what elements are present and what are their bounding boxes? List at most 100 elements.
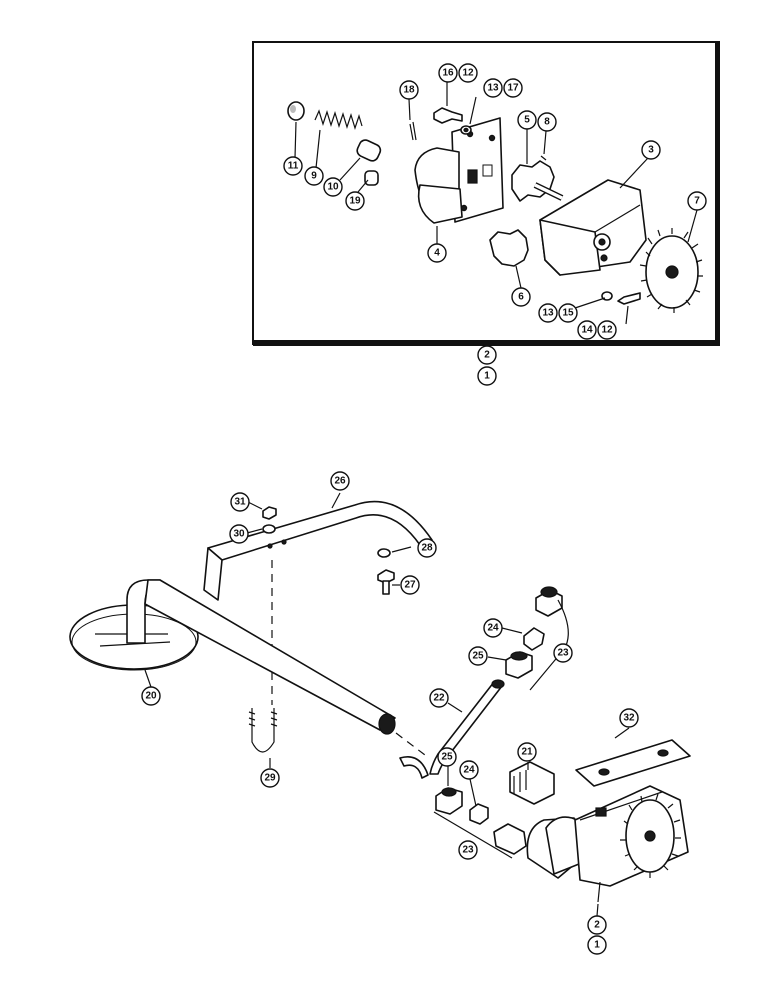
callout-13-bottom: 13 xyxy=(538,303,558,323)
u-bolt xyxy=(248,708,278,753)
callout-label: 20 xyxy=(145,691,157,702)
lower-fitting xyxy=(493,823,527,855)
callout-label: 9 xyxy=(311,171,317,182)
callout-label: 1 xyxy=(484,371,490,382)
callout-label: 19 xyxy=(349,196,361,207)
drive-gear xyxy=(511,160,564,202)
connector-fitting xyxy=(509,761,555,805)
callout-7: 7 xyxy=(687,191,707,211)
callout-2-bottom: 2 xyxy=(587,915,607,935)
small-plug xyxy=(364,170,379,186)
callout-20: 20 xyxy=(141,686,161,706)
callout-label: 25 xyxy=(472,651,484,662)
cotter-pin xyxy=(409,121,417,141)
callout-label: 23 xyxy=(462,845,474,856)
callout-label: 3 xyxy=(648,145,654,156)
callout-26: 26 xyxy=(330,471,350,491)
callout-14: 14 xyxy=(577,320,597,340)
callout-11: 11 xyxy=(283,156,303,176)
callout-25-top: 25 xyxy=(468,646,488,666)
callout-4: 4 xyxy=(427,243,447,263)
callout-31: 31 xyxy=(230,492,250,512)
bracket-nut xyxy=(262,506,277,520)
callout-label: 12 xyxy=(601,325,613,336)
callout-16: 16 xyxy=(438,63,458,83)
callout-29: 29 xyxy=(260,768,280,788)
callout-label: 5 xyxy=(524,115,530,126)
lower-sleeve xyxy=(469,803,489,825)
callout-label: 21 xyxy=(521,747,533,758)
callout-24-top: 24 xyxy=(483,618,503,638)
callout-label: 26 xyxy=(334,476,346,487)
lower-nut xyxy=(435,787,463,815)
pump-body xyxy=(539,179,647,276)
callout-17: 17 xyxy=(503,78,523,98)
upper-fitting xyxy=(535,586,563,617)
lower-leaders xyxy=(144,492,630,807)
callout-label: 27 xyxy=(404,580,416,591)
callout-label: 6 xyxy=(518,292,524,303)
callout-18: 18 xyxy=(399,80,419,100)
suction-tube xyxy=(126,579,396,735)
callout-label: 24 xyxy=(487,623,499,634)
drive-key xyxy=(540,155,547,161)
callout-label: 22 xyxy=(433,693,445,704)
clip-bolt xyxy=(377,569,395,595)
callout-label: 8 xyxy=(544,117,550,128)
callout-label: 11 xyxy=(288,161,299,172)
callout-30: 30 xyxy=(229,524,249,544)
callout-label: 17 xyxy=(507,83,519,94)
assembled-oil-pump xyxy=(526,785,689,887)
plug xyxy=(287,101,305,121)
callout-label: 1 xyxy=(594,940,600,951)
relief-plunger xyxy=(356,139,382,162)
callout-19: 19 xyxy=(345,191,365,211)
callout-9: 9 xyxy=(304,166,324,186)
large-gear xyxy=(639,228,703,313)
callout-13-top: 13 xyxy=(483,78,503,98)
lock-washer xyxy=(460,125,472,135)
callout-32: 32 xyxy=(619,708,639,728)
callout-label: 10 xyxy=(327,182,339,193)
callout-label: 25 xyxy=(441,752,453,763)
callout-label: 13 xyxy=(487,83,499,94)
callout-21: 21 xyxy=(517,742,537,762)
callout-label: 2 xyxy=(484,350,490,361)
callout-23-bottom: 23 xyxy=(458,840,478,860)
callout-23-top: 23 xyxy=(553,643,573,663)
callout-10: 10 xyxy=(323,177,343,197)
callout-label: 30 xyxy=(233,529,245,540)
callout-label: 2 xyxy=(594,920,600,931)
pump-gasket xyxy=(575,739,691,787)
relief-spring xyxy=(314,109,363,130)
callout-1-bottom: 1 xyxy=(587,935,607,955)
callout-5: 5 xyxy=(517,110,537,130)
callout-label: 32 xyxy=(623,713,635,724)
callout-label: 24 xyxy=(463,765,475,776)
callout-2-inset: 2 xyxy=(477,345,497,365)
callout-8: 8 xyxy=(537,112,557,132)
callout-label: 4 xyxy=(434,248,440,259)
callout-label: 14 xyxy=(581,325,593,336)
callout-label: 7 xyxy=(694,196,700,207)
callout-22: 22 xyxy=(429,688,449,708)
callout-15: 15 xyxy=(558,303,578,323)
callout-label: 13 xyxy=(542,308,554,319)
cover-bolt xyxy=(433,107,463,124)
callout-28: 28 xyxy=(417,538,437,558)
callout-label: 16 xyxy=(442,68,454,79)
upper-nut xyxy=(505,651,533,679)
callout-label: 18 xyxy=(403,85,415,96)
callout-6: 6 xyxy=(511,287,531,307)
callout-25-bottom: 25 xyxy=(437,747,457,767)
callout-3: 3 xyxy=(641,140,661,160)
callout-label: 29 xyxy=(264,773,276,784)
callout-12-bottom: 12 xyxy=(597,320,617,340)
callout-label: 12 xyxy=(462,68,474,79)
callout-1-inset: 1 xyxy=(477,366,497,386)
upper-sleeve xyxy=(523,627,545,651)
callout-label: 31 xyxy=(234,497,246,508)
clip-washer xyxy=(377,548,391,558)
inset-leaders xyxy=(294,80,698,325)
